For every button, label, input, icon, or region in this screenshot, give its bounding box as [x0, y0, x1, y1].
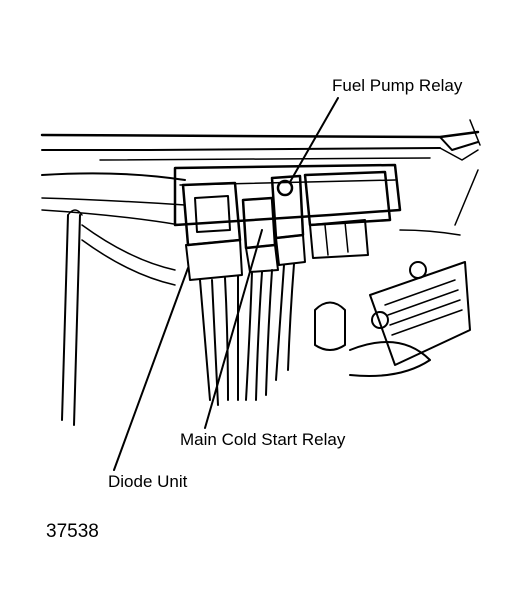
hood-panel	[40, 119, 481, 161]
main-cold-start-relay-label: Main Cold Start Relay	[180, 430, 346, 449]
fuel-pump-relay-label: Fuel Pump Relay	[332, 76, 463, 95]
fuel-pump-relay-body	[270, 174, 306, 266]
diode-unit-leader	[113, 267, 189, 471]
figure-number: 37538	[46, 521, 99, 542]
fender-lines	[41, 172, 186, 426]
diode-unit-label: Diode Unit	[108, 472, 188, 491]
wire-harness	[199, 263, 295, 406]
main-cold-start-relay-body	[241, 196, 279, 273]
engine-details	[314, 169, 479, 377]
right-relay-block	[303, 170, 392, 259]
fuel-pump-relay-leader	[289, 97, 339, 183]
diode-unit-body	[181, 181, 243, 281]
main-cold-start-relay-leader	[204, 229, 263, 429]
